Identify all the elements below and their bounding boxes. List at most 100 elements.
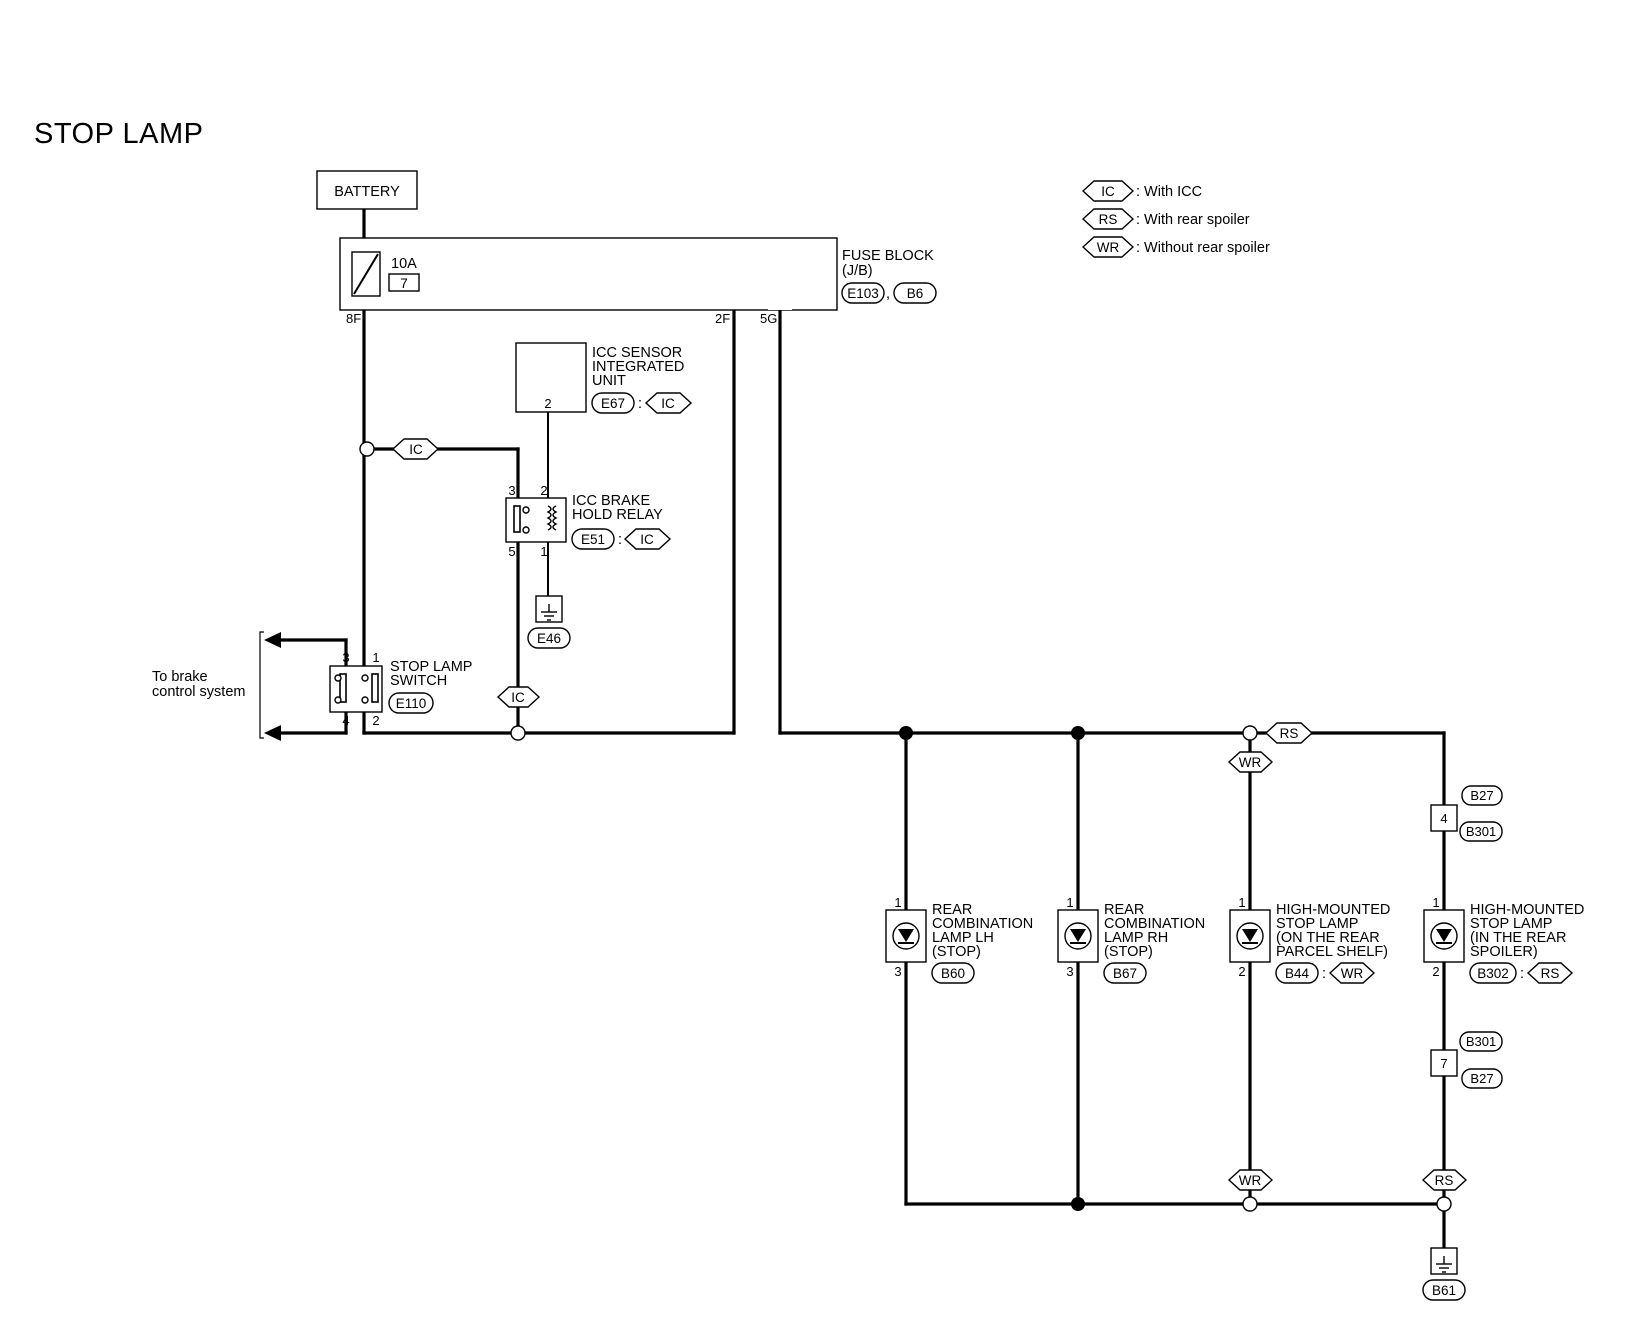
ground-b61: B61 [1422,1247,1466,1301]
svg-text:: With ICC: : With ICC [1136,184,1202,200]
svg-text:IC: IC [661,396,675,411]
svg-text:: Without rear spoiler: : Without rear spoiler [1136,240,1270,256]
svg-text:FUSE BLOCK: FUSE BLOCK [842,248,934,264]
svg-text:SWITCH: SWITCH [390,673,447,689]
legend-item-ic: IC : With ICC [1081,180,1202,202]
legend-item-wr: WR : Without rear spoiler [1081,236,1270,258]
svg-text:UNIT: UNIT [592,373,626,389]
svg-text:B61: B61 [1432,1283,1456,1298]
svg-text:LAMP RH: LAMP RH [1104,930,1168,946]
svg-text:2F: 2F [715,311,730,326]
svg-text:4: 4 [1440,811,1447,826]
svg-text:(ON THE REAR: (ON THE REAR [1276,930,1380,946]
lamp-high-mounted-rear-spoiler: 1 2 HIGH-MOUNTED STOP LAMP (IN THE REAR … [1423,895,1584,984]
svg-text::: : [1520,966,1524,982]
icc-brake-hold-relay: 3 2 5 1 ICC BRAKE HOLD RELAY E51 : IC [505,483,672,559]
svg-text:1: 1 [540,544,547,559]
svg-text:10A: 10A [391,256,417,272]
svg-text:(STOP): (STOP) [1104,944,1153,960]
svg-text:RS: RS [1280,726,1299,741]
bus-junctions [899,725,1452,1212]
svg-text:1: 1 [1432,895,1439,910]
svg-text::: : [638,396,642,412]
battery: BATTERY [316,170,418,210]
tag-rs-bottom: RS [1421,1169,1468,1191]
svg-text:B301: B301 [1466,824,1496,839]
lamp-rear-combination-lh: 1 3 REAR COMBINATION LAMP LH (STOP) B60 [885,895,1033,984]
svg-text:(J/B): (J/B) [842,263,873,279]
svg-text:(IN THE REAR: (IN THE REAR [1470,930,1566,946]
svg-text:BATTERY: BATTERY [334,184,400,200]
svg-text:7: 7 [1440,1056,1447,1071]
wires [278,206,1446,1250]
junction-connector-upper: 4 B27 B301 [1430,785,1503,842]
svg-text:1: 1 [372,650,379,665]
svg-text:REAR: REAR [1104,902,1144,918]
svg-text:2: 2 [1238,964,1245,979]
svg-text:PARCEL SHELF): PARCEL SHELF) [1276,944,1388,960]
svg-text:COMBINATION: COMBINATION [932,916,1033,932]
svg-text:1: 1 [1238,895,1245,910]
svg-text:RS: RS [1435,1173,1454,1188]
svg-text:3: 3 [342,650,349,665]
svg-text:5G: 5G [760,311,777,326]
splice-ic-lower: IC [496,686,541,741]
svg-text:RS: RS [1099,212,1118,227]
svg-text:3: 3 [1066,964,1073,979]
tag-rs-top: RS [1264,722,1314,744]
svg-text:E103: E103 [847,286,879,301]
stop-lamp-switch: 3 1 4 2 STOP LAMP SWITCH E110 [329,650,472,728]
svg-text:B301: B301 [1466,1034,1496,1049]
svg-text:5: 5 [508,544,515,559]
svg-text:1: 1 [894,895,901,910]
svg-text:2: 2 [544,396,551,411]
svg-text:COMBINATION: COMBINATION [1104,916,1205,932]
svg-text:7: 7 [400,276,408,291]
svg-text:IC: IC [409,442,423,457]
page-title: STOP LAMP [34,118,204,150]
svg-text:RS: RS [1541,966,1560,981]
svg-text:B302: B302 [1477,966,1509,981]
svg-text:WR: WR [1341,966,1364,981]
svg-text:2: 2 [372,713,379,728]
svg-text:STOP LAMP: STOP LAMP [390,659,472,675]
lamp-high-mounted-parcel-shelf: 1 2 HIGH-MOUNTED STOP LAMP (ON THE REAR … [1229,895,1390,984]
fuse-block: 10A 7 8F 2F 5G FUSE BLOCK (J/B) E103 , B… [339,237,937,326]
icc-sensor-unit: 2 ICC SENSOR INTEGRATED UNIT E67 : IC [515,342,693,414]
svg-text:ICC SENSOR: ICC SENSOR [592,345,682,361]
svg-text:E46: E46 [537,631,561,646]
svg-text:STOP LAMP: STOP LAMP [1276,916,1358,932]
svg-text:3: 3 [508,483,515,498]
svg-text:WR: WR [1239,1173,1262,1188]
svg-text:HIGH-MOUNTED: HIGH-MOUNTED [1276,902,1390,918]
svg-text:8F: 8F [346,311,361,326]
svg-text:1: 1 [1066,895,1073,910]
svg-text:2: 2 [540,483,547,498]
svg-text:WR: WR [1239,755,1262,770]
svg-text:IC: IC [511,690,525,705]
svg-text:: With rear spoiler: : With rear spoiler [1136,212,1250,228]
svg-text:INTEGRATED: INTEGRATED [592,359,684,375]
svg-text:IC: IC [1101,184,1115,199]
svg-text:B27: B27 [1470,788,1493,803]
svg-text:,: , [886,286,890,302]
svg-text:(STOP): (STOP) [932,944,981,960]
svg-text:LAMP LH: LAMP LH [932,930,994,946]
svg-text:2: 2 [1432,964,1439,979]
tag-wr-bottom: WR [1227,1169,1274,1191]
svg-text:STOP LAMP: STOP LAMP [1470,916,1552,932]
svg-text:To brake: To brake [152,669,208,685]
svg-text::: : [618,532,622,548]
svg-text:B60: B60 [941,966,965,981]
ground-e46: E46 [527,595,571,649]
svg-text:SPOILER): SPOILER) [1470,944,1538,960]
svg-text:IC: IC [640,532,654,547]
lamp-rear-combination-rh: 1 3 REAR COMBINATION LAMP RH (STOP) B67 [1057,895,1205,984]
svg-text:B44: B44 [1285,966,1310,981]
svg-text:HOLD RELAY: HOLD RELAY [572,507,663,523]
splice-ic-upper: IC [359,438,440,460]
svg-text:REAR: REAR [932,902,972,918]
legend: IC : With ICC RS : With rear spoiler WR … [1081,180,1270,258]
svg-text:WR: WR [1097,240,1120,255]
